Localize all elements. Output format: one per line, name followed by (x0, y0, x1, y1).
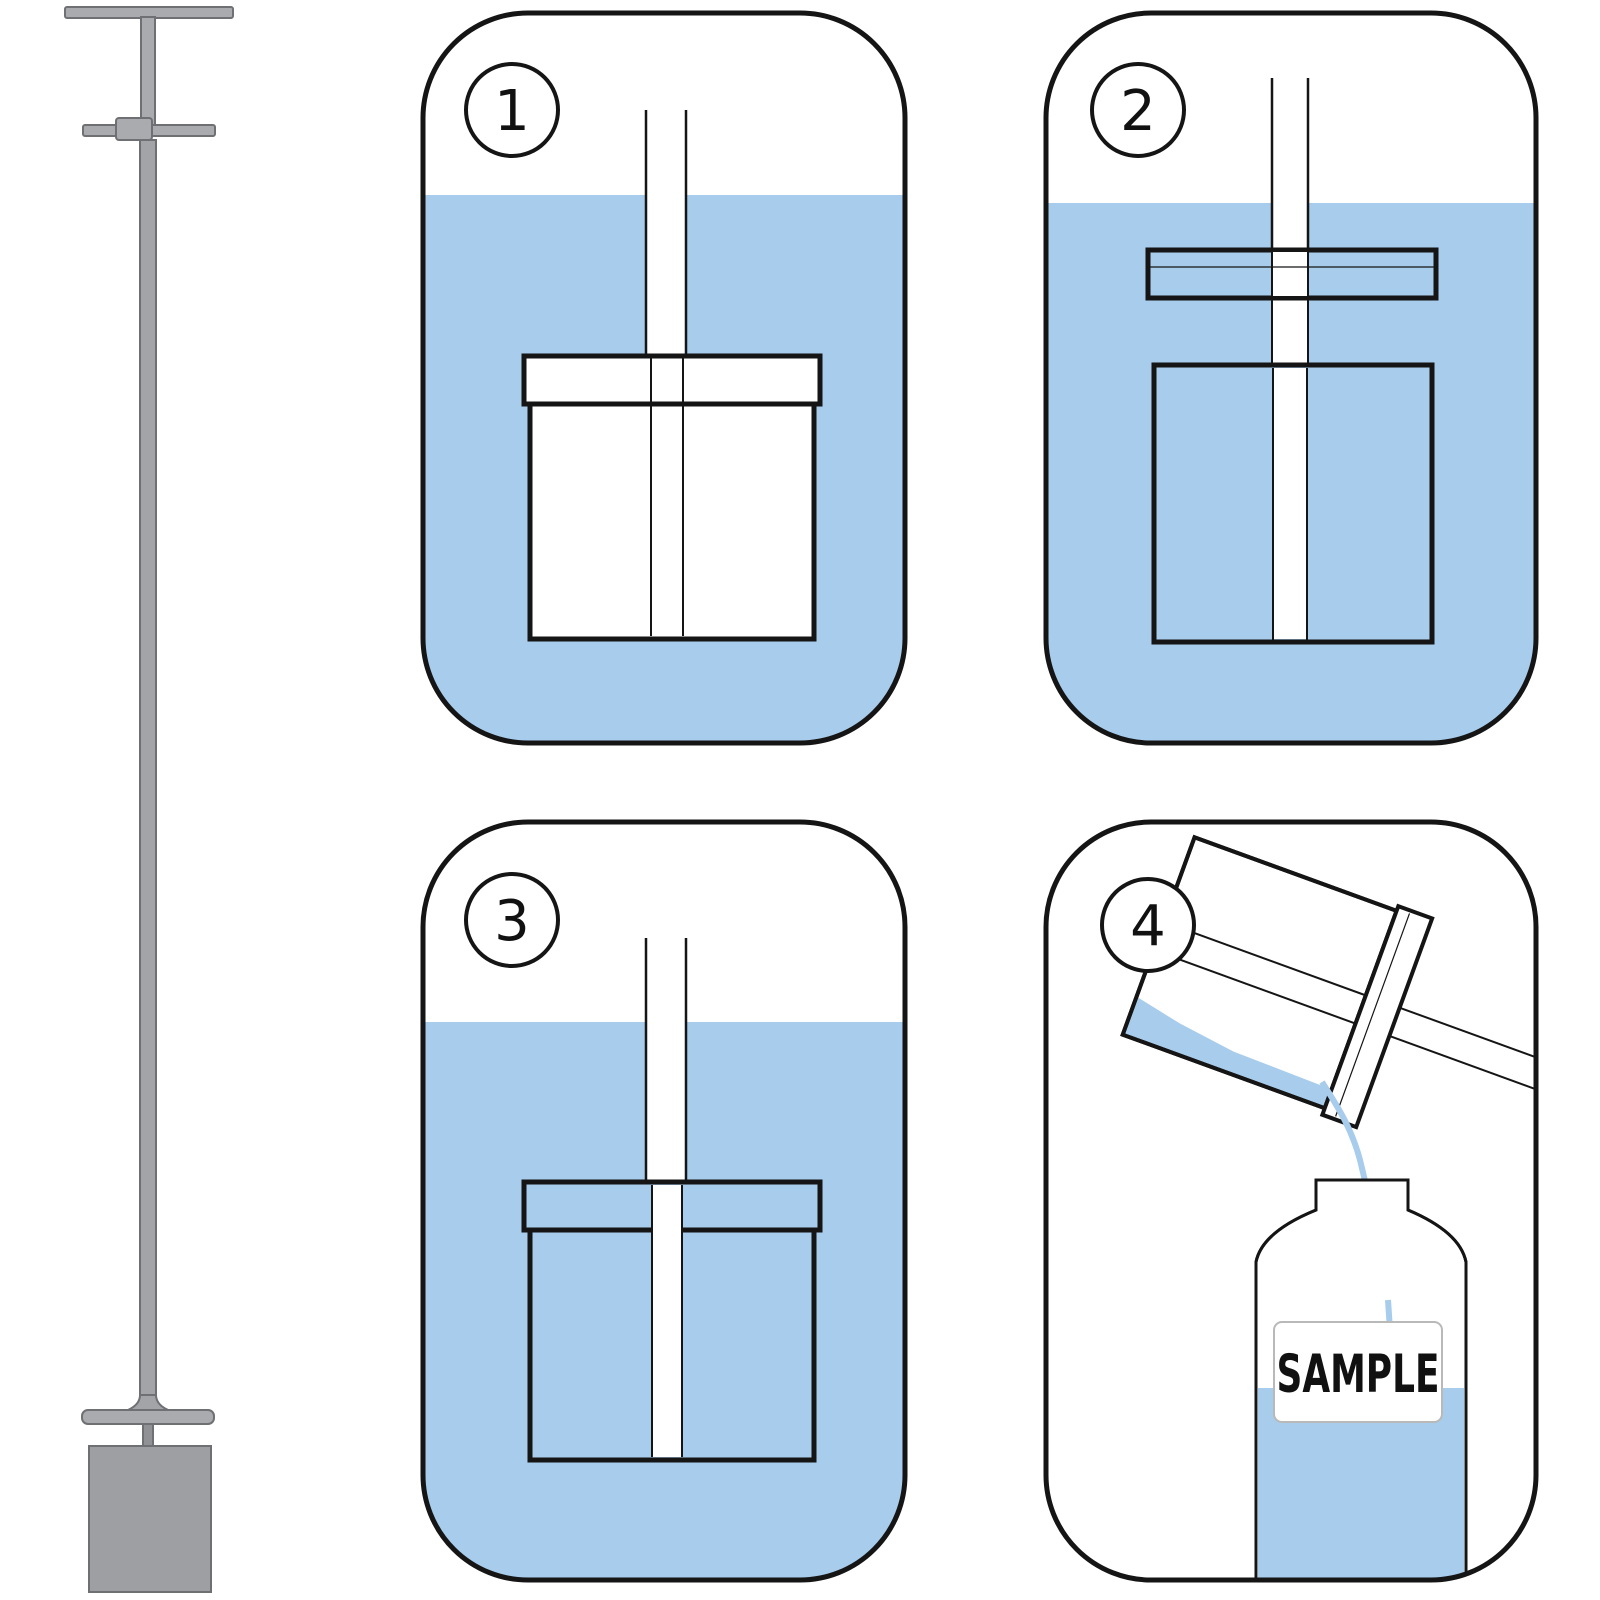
step-panel-2: 2 (1043, 10, 1539, 746)
sampler-spindle (142, 1423, 154, 1447)
step-number: 3 (494, 889, 530, 954)
step-number: 4 (1130, 894, 1166, 959)
sampler-rod (139, 139, 157, 1411)
sampler-top-stem (140, 16, 156, 130)
sampler-collar (115, 117, 153, 141)
step-number-badge (464, 62, 560, 158)
step-number-badge (1100, 877, 1196, 973)
step-number: 1 (494, 79, 530, 144)
step-panel-1: 1 (420, 10, 908, 746)
panel-frame (420, 10, 908, 746)
sampler-tool-icon (64, 6, 234, 1593)
step-number-badge (1090, 62, 1186, 158)
panel-frame (420, 819, 908, 1583)
sampler-disc-plate (81, 1409, 215, 1425)
tilted-sample-container (1120, 834, 1536, 1130)
step-number: 2 (1120, 79, 1156, 144)
sampler-rod-segment (646, 110, 686, 356)
sampler-weight (88, 1445, 212, 1593)
step-panel-3: 3 (420, 819, 908, 1583)
container-lid (521, 353, 823, 407)
sample-bottle: SAMPLE (1254, 1178, 1468, 1580)
panel-frame (1043, 819, 1539, 1583)
bottle-label-text: SAMPLE (1277, 1343, 1440, 1405)
step-panel-4: SAMPLE 4 (1043, 819, 1539, 1583)
sampler-rod-segment (646, 938, 686, 1182)
bottle-label (1273, 1321, 1443, 1423)
step-number-badge (464, 872, 560, 968)
panel-frame (1043, 10, 1539, 746)
